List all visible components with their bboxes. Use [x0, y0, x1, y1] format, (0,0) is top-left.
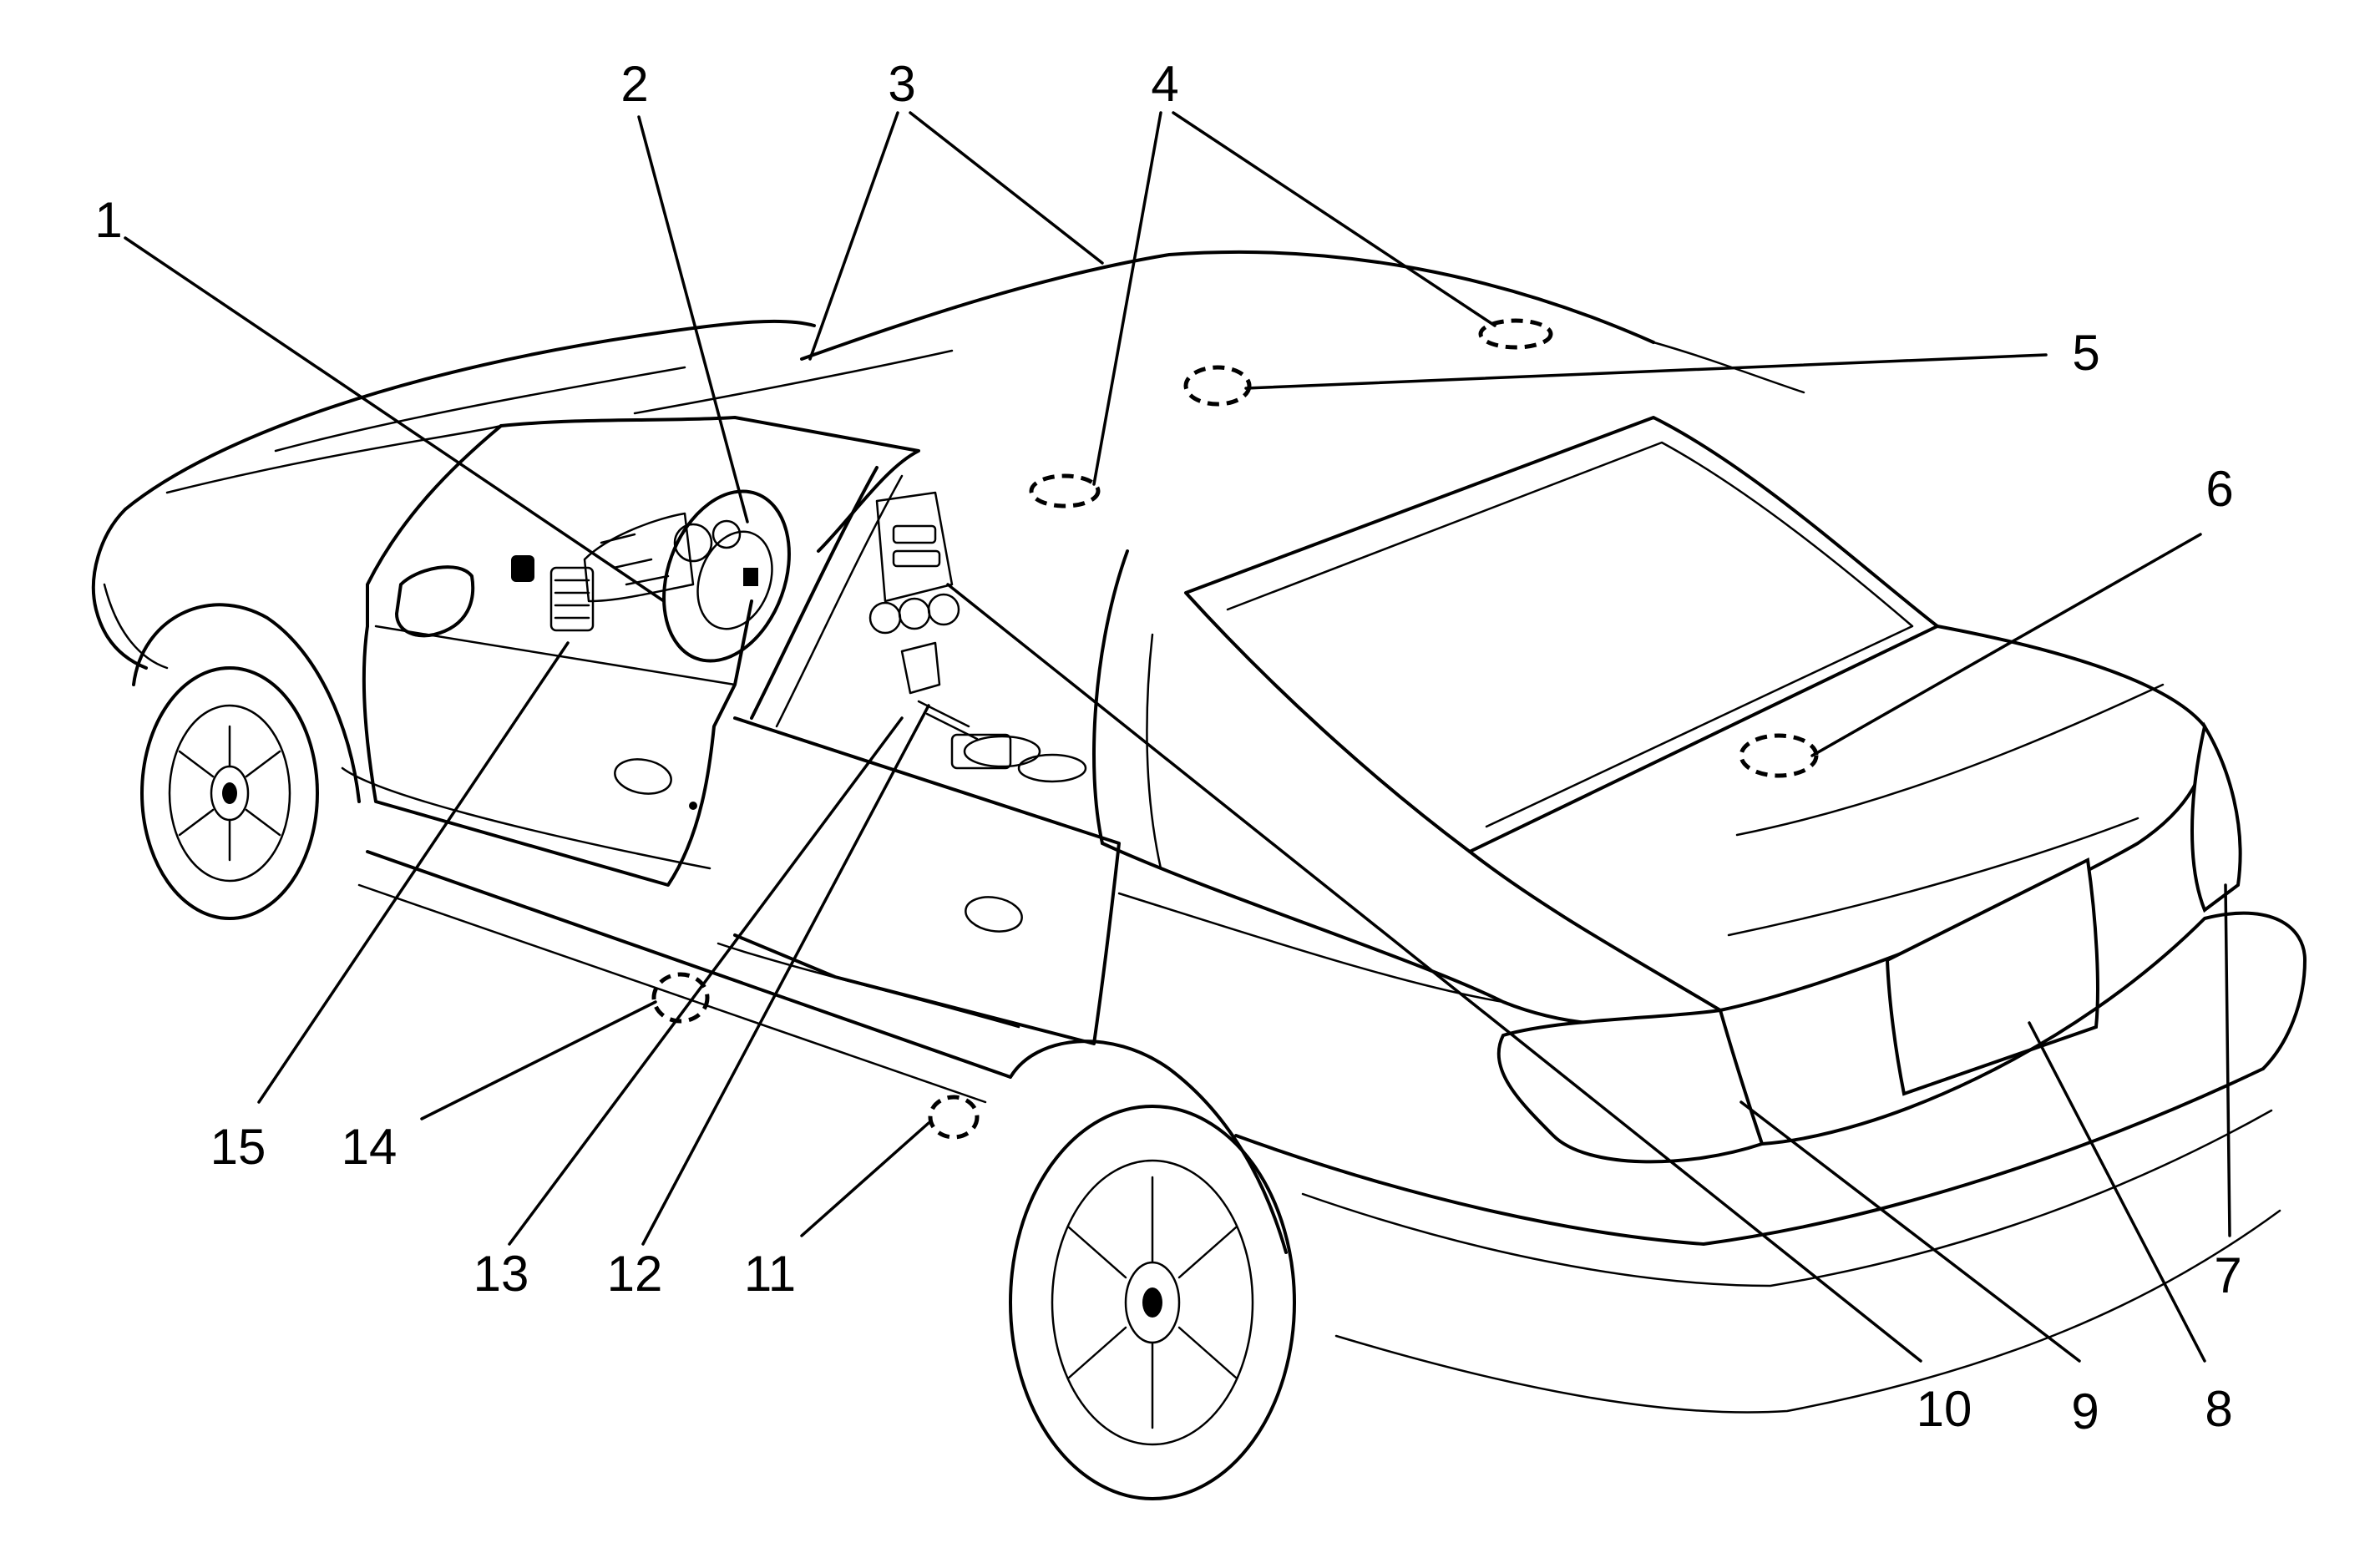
front-wheel-cover [168, 704, 291, 883]
front-door-handle [614, 758, 672, 795]
leader-10 [946, 583, 1922, 1363]
center-console [868, 491, 960, 635]
leader-lines [124, 111, 2231, 1363]
front-wheel-arch [132, 603, 361, 803]
rocker-panel-lower [357, 883, 987, 1104]
trunk-crease-lower [1727, 817, 2139, 937]
rear-window-inner [1226, 441, 1914, 828]
left-tail-lamp [1496, 1008, 1765, 1164]
front-body-side-molding [341, 766, 711, 870]
callout-8: 8 [2205, 1381, 2232, 1437]
front-door-beltline [374, 625, 737, 686]
marker-front-door-lower [651, 972, 710, 1024]
steering-wheel [662, 489, 791, 663]
windshield-top [633, 349, 954, 415]
leader-5 [1244, 353, 2048, 390]
marker-rear-window [1739, 733, 1819, 778]
leader-7 [2224, 883, 2231, 1237]
marker-roof-antenna [1183, 365, 1252, 407]
front-wheel-spokes [178, 725, 281, 862]
marker-roof-rear [1478, 318, 1553, 350]
leader-4a [1092, 111, 1162, 486]
leader-3b [909, 111, 1104, 265]
quarter-character-line [1117, 892, 1505, 1004]
callout-9: 9 [2071, 1383, 2099, 1439]
front-door-lock [689, 802, 697, 810]
rear-wheel-center [1142, 1287, 1162, 1318]
roof-outline [800, 250, 1655, 361]
callout-15: 15 [210, 1119, 266, 1175]
leader-6 [1810, 533, 2202, 757]
side-mirror [394, 565, 475, 638]
leader-13 [508, 716, 904, 1246]
callout-3: 3 [888, 56, 915, 112]
leader-3a [808, 111, 899, 361]
callout-14: 14 [342, 1119, 398, 1175]
rear-bumper [1760, 911, 2307, 1146]
rear-bumper-step [1301, 1109, 2273, 1287]
callout-labels: 1 2 3 4 5 6 7 8 9 10 11 12 13 14 15 [94, 56, 2241, 1439]
rear-wheel-spokes [1067, 1176, 1238, 1429]
cupholders [963, 735, 1087, 783]
c-pillar [1092, 549, 1129, 845]
rear-door [733, 716, 1121, 1045]
b-pillar-inner [775, 474, 904, 728]
rocker-panel [366, 850, 1012, 1079]
c-pillar-inner [1146, 633, 1162, 870]
rear-window [1184, 416, 1939, 853]
front-door [362, 599, 753, 887]
marker-rear-door-lower [928, 1095, 980, 1140]
hood-edge [165, 424, 503, 494]
component-location-markers [651, 318, 1819, 1140]
callout-11: 11 [744, 1246, 796, 1302]
rear-bumper-bottom [1334, 1209, 2281, 1414]
right-tail-lamp [2190, 721, 2242, 913]
leader-1 [124, 236, 666, 603]
rear-wheel-arch [1009, 1040, 1288, 1254]
front-fascia-lower [103, 583, 169, 670]
callout-4: 4 [1151, 56, 1178, 112]
leader-8 [2028, 1021, 2206, 1363]
rear-tire [1009, 1105, 1296, 1500]
leader-2 [637, 115, 749, 524]
rear-quarter [1101, 842, 1722, 1027]
a-pillar [366, 424, 503, 628]
callout-5: 5 [2072, 325, 2099, 381]
hood [124, 319, 816, 511]
front-wheel-center [222, 782, 237, 804]
license-plate-pocket [1885, 857, 2099, 1096]
callout-7: 7 [2214, 1247, 2241, 1303]
leader-15 [257, 641, 570, 1104]
leader-11 [800, 1121, 930, 1237]
callout-13: 13 [473, 1246, 529, 1302]
leader-12 [641, 704, 930, 1246]
front-tire [140, 666, 319, 920]
callout-10: 10 [1917, 1381, 1972, 1437]
callout-6: 6 [2205, 461, 2233, 517]
leader-9 [1739, 1100, 2081, 1363]
windshield [499, 416, 920, 553]
hood-crease [274, 366, 686, 453]
sedan-illustration [92, 250, 2307, 1500]
shift-lever [900, 641, 1012, 770]
trunk-crease [1735, 683, 2165, 837]
callout-12: 12 [607, 1246, 663, 1302]
instrument-panel [583, 512, 742, 603]
leader-14 [420, 1000, 657, 1120]
rear-body-side-molding [717, 942, 1020, 1029]
b-pillar [750, 466, 879, 720]
rear-door-handle [965, 896, 1023, 933]
front-fascia [92, 508, 148, 670]
dash-vent [511, 555, 595, 632]
callout-1: 1 [94, 192, 122, 248]
marker-roof-front [1029, 473, 1101, 508]
leader-4b [1172, 111, 1496, 327]
rear-wheel-cover [1051, 1159, 1254, 1446]
rear-bumper-lower [1234, 1067, 2265, 1246]
callout-2: 2 [620, 56, 648, 112]
